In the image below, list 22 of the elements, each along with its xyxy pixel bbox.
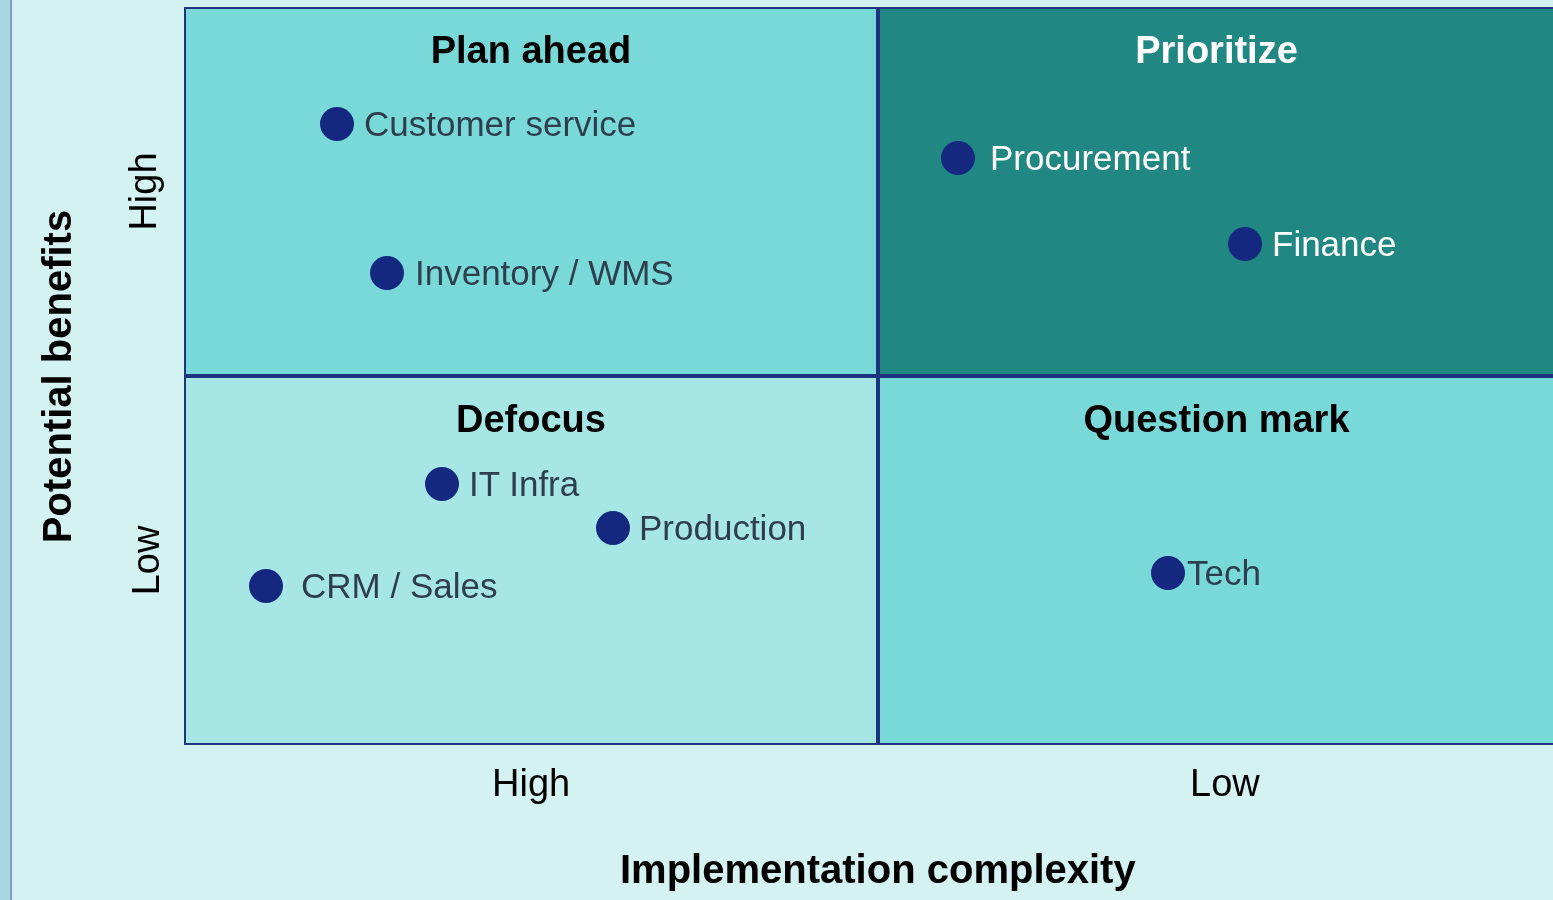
point-label: Procurement	[990, 138, 1191, 178]
axis-tick-label: High	[121, 151, 165, 231]
quadrant-title: Prioritize	[1134, 29, 1299, 72]
axis-title: Potential benefits	[34, 209, 80, 543]
quadrant-panel	[184, 376, 878, 745]
axis-title: Implementation complexity	[620, 846, 1136, 892]
axis-tick-label: High	[492, 761, 571, 805]
quadrant-panel	[184, 7, 878, 376]
quadrant-title: Defocus	[455, 398, 607, 441]
point-label: Tech	[1187, 553, 1261, 593]
point-label: Production	[639, 508, 807, 548]
point-label: IT Infra	[469, 464, 580, 504]
quadrant-panel	[878, 376, 1553, 745]
quadrant-title: Question mark	[1082, 398, 1351, 441]
axis-tick-label: Low	[125, 525, 169, 595]
axis-tick-label: Low	[1190, 761, 1260, 805]
quadrant-title: Plan ahead	[429, 29, 633, 72]
quadrant-panel	[878, 7, 1553, 376]
point-label: Inventory / WMS	[415, 253, 674, 293]
point-label: Finance	[1272, 224, 1397, 264]
point-label: Customer service	[364, 104, 637, 144]
point-label: CRM / Sales	[301, 566, 498, 606]
